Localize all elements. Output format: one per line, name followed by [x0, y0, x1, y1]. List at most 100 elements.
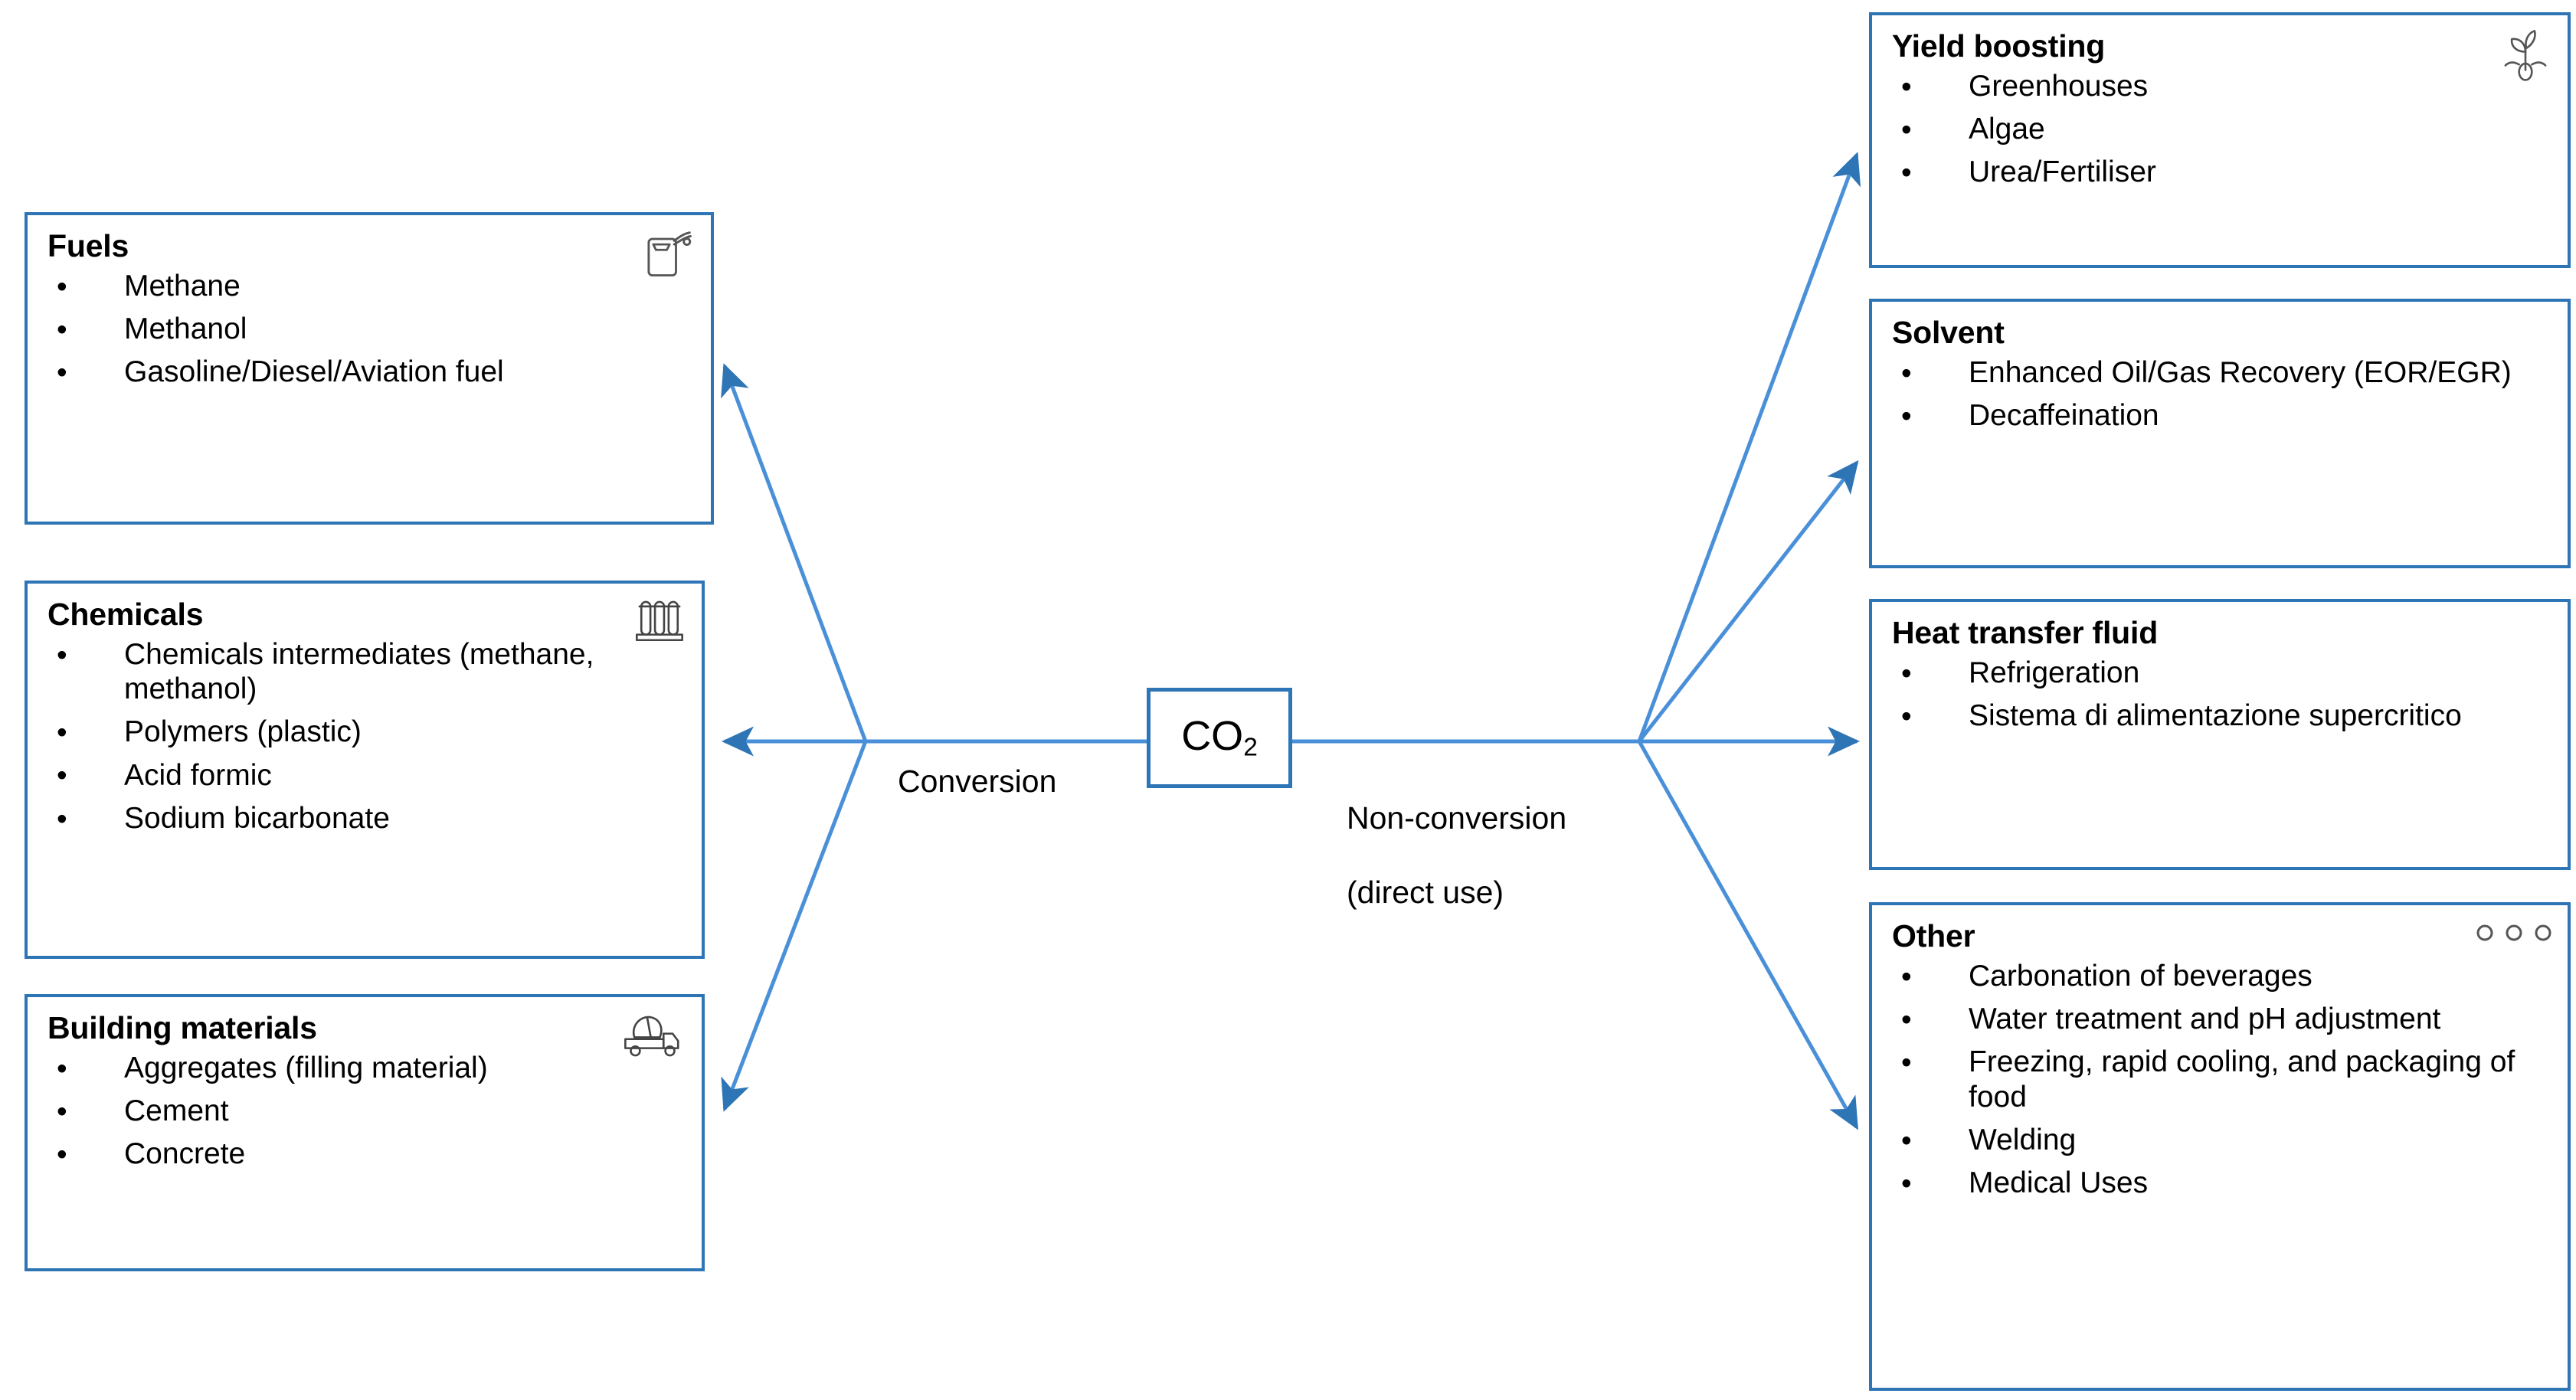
list-item-label: Urea/Fertiliser	[1969, 155, 2156, 189]
list-item-label: Freezing, rapid cooling, and packaging o…	[1969, 1045, 2515, 1114]
bullet-glyph: •	[1901, 113, 1912, 146]
list-item: • Medical Uses	[1892, 1166, 2548, 1200]
bullet-list: • Carbonation of beverages • Water treatme…	[1892, 959, 2548, 1200]
bullet-glyph: •	[57, 802, 67, 836]
bullet-list: •Greenhouses • Algae • Urea/Fertiliser	[1892, 69, 2548, 190]
card-heat-transfer-fluid[interactable]: Heat transfer fluid •Refrigeration • Sist…	[1869, 599, 2571, 870]
list-item-label: Aggregates (filling material)	[124, 1051, 488, 1084]
bullet-glyph: •	[1901, 156, 1912, 190]
card-title: Building materials	[47, 1010, 317, 1045]
bullet-glyph: •	[1901, 1166, 1912, 1200]
test-tubes-icon	[630, 593, 689, 651]
cement-mixer-truck-icon	[616, 1006, 689, 1065]
list-item: • Sistema di alimentazione supercritico	[1892, 698, 2548, 733]
list-item-label: Medical Uses	[1969, 1166, 2149, 1200]
edge-nonconversion-to-yield-boosting	[1637, 152, 1861, 742]
card-solvent[interactable]: Solvent •Enhanced Oil/Gas Recovery (EOR/…	[1869, 299, 2571, 568]
bullet-glyph: •	[57, 1138, 67, 1172]
list-item-label: Chemicals intermediates (methane, methan…	[124, 637, 594, 706]
edge-nonconversion-to-other	[1637, 740, 1859, 1130]
card-other[interactable]: Other • Carbonation of beverages • Water t…	[1869, 902, 2571, 1391]
list-item: • Freezing, rapid cooling, and packaging …	[1892, 1045, 2548, 1114]
co2-node[interactable]: CO2	[1147, 688, 1292, 788]
three-bubbles-icon	[2468, 921, 2560, 951]
list-item: •Chemicals intermediates (methane, metha…	[47, 637, 682, 706]
card-chemicals[interactable]: Chemicals • Chemicals intermediates (meth…	[25, 581, 705, 959]
bullet-glyph: •	[1901, 1046, 1912, 1080]
card-title: Heat transfer fluid	[1892, 615, 2159, 650]
list-item: • Decaffeination	[1892, 398, 2548, 433]
list-item: • Aggregates (filling material)	[47, 1051, 682, 1085]
bullet-glyph: •	[57, 1094, 67, 1128]
list-item: • Enhanced Oil/Gas Recovery (EOR/EGR)	[1892, 355, 2548, 390]
edge-nonconversion-to-solvent	[1638, 460, 1859, 743]
bullet-glyph: •	[1901, 960, 1912, 993]
list-item-label: Carbonation of beverages	[1969, 959, 2313, 993]
list-item-label: Algae	[1969, 113, 2045, 146]
bullet-list: • Aggregates (filling material) • Cement •…	[47, 1051, 682, 1172]
list-item: • Cement	[47, 1094, 682, 1128]
list-item: • Carbonation of beverages	[1892, 959, 2548, 993]
list-item: • Methane	[47, 269, 691, 303]
bullet-list: •Refrigeration • Sistema di alimentazione…	[1892, 656, 2548, 733]
bullet-glyph: •	[57, 270, 67, 303]
bullet-glyph: •	[1901, 1124, 1912, 1157]
co2-subscript: 2	[1243, 733, 1258, 762]
edge-conversion-to-building-materials	[721, 741, 868, 1112]
bullet-glyph: •	[57, 312, 67, 346]
bullet-glyph: •	[1901, 399, 1912, 433]
bullet-list: • Chemicals intermediates (methane, metha…	[47, 637, 682, 836]
card-title: Fuels	[47, 228, 129, 263]
list-item-label: Cement	[124, 1094, 229, 1128]
list-item-label: Acid formic	[124, 758, 272, 792]
list-item: • Sodium bicarbonate	[47, 801, 682, 836]
edge-conversion-to-fuels	[721, 363, 868, 742]
list-item-label: Sistema di alimentazione supercritico	[1969, 699, 2462, 733]
bullet-glyph: •	[57, 356, 67, 390]
list-item-label: Gasoline/Diesel/Aviation fuel	[124, 355, 504, 389]
list-item: • Urea/Fertiliser	[1892, 155, 2548, 189]
bullet-glyph: •	[57, 716, 67, 750]
list-item: • Gasoline/Diesel/Aviation fuel	[47, 355, 691, 389]
list-item: • Concrete	[47, 1137, 682, 1171]
branch-label-conversion: Conversion	[898, 764, 1057, 799]
card-title: Chemicals	[47, 597, 204, 632]
list-item-label: Methane	[124, 269, 241, 303]
list-item-label: Water treatment and pH adjustment	[1969, 1003, 2441, 1036]
bullet-glyph: •	[1901, 1003, 1912, 1036]
card-title: Yield boosting	[1892, 28, 2106, 64]
card-building-materials[interactable]: Building materials • Aggregates (filling …	[25, 994, 705, 1271]
list-item-label: Welding	[1969, 1123, 2077, 1156]
list-item: • Polymers (plastic)	[47, 715, 682, 749]
list-item: •Refrigeration	[1892, 656, 2548, 690]
bullet-glyph: •	[1901, 356, 1912, 390]
list-item: • Water treatment and pH adjustment	[1892, 1002, 2548, 1036]
list-item: •Greenhouses	[1892, 69, 2548, 103]
branch-label-line2: (direct use)	[1347, 875, 1504, 911]
list-item-label: Greenhouses	[1969, 69, 2149, 103]
list-item-label: Enhanced Oil/Gas Recovery (EOR/EGR)	[1969, 355, 2512, 389]
list-item-label: Concrete	[124, 1137, 246, 1171]
card-title: Other	[1892, 918, 1975, 954]
bullet-glyph: •	[1901, 699, 1912, 733]
list-item-label: Methanol	[124, 312, 247, 346]
list-item-label: Polymers (plastic)	[124, 715, 362, 749]
seedling-icon	[2496, 25, 2555, 83]
list-item: • Methanol	[47, 312, 691, 346]
bullet-glyph: •	[57, 759, 67, 793]
card-yield-boosting[interactable]: Yield boosting •Greenhouses • Algae • Urea…	[1869, 12, 2571, 268]
bullet-glyph: •	[1901, 656, 1912, 690]
bullet-list: • Methane • Methanol • Gasoline/Diesel/Avia…	[47, 269, 691, 390]
branch-label-line1: Non-conversion	[1347, 800, 1567, 836]
list-item: • Welding	[1892, 1123, 2548, 1157]
co2-label: CO2	[1181, 715, 1258, 761]
list-item-label: Sodium bicarbonate	[124, 801, 390, 835]
co2-text: CO	[1181, 713, 1244, 760]
jerrycan-icon	[639, 224, 699, 283]
list-item-label: Decaffeination	[1969, 399, 2159, 433]
card-fuels[interactable]: Fuels • Methane • Methanol • Gasoline/Diese…	[25, 212, 714, 525]
bullet-list: • Enhanced Oil/Gas Recovery (EOR/EGR) • De…	[1892, 355, 2548, 433]
bullet-glyph: •	[57, 1052, 67, 1085]
